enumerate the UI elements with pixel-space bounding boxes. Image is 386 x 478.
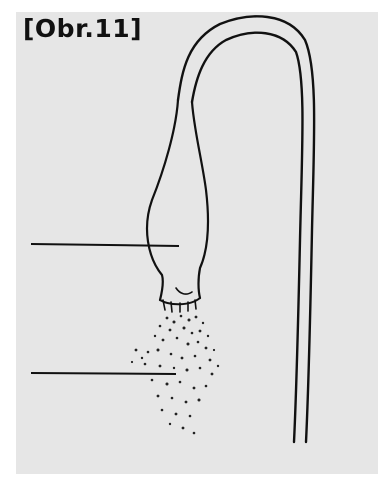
pointer-line-spores [31, 373, 176, 374]
pointer-line-capsule [31, 244, 179, 246]
capsule-outline [147, 100, 178, 300]
seta-inner-line [192, 33, 303, 442]
operculum-fold [176, 288, 192, 294]
seta-outer-line [178, 16, 314, 442]
capsule-outline-right [192, 102, 208, 298]
